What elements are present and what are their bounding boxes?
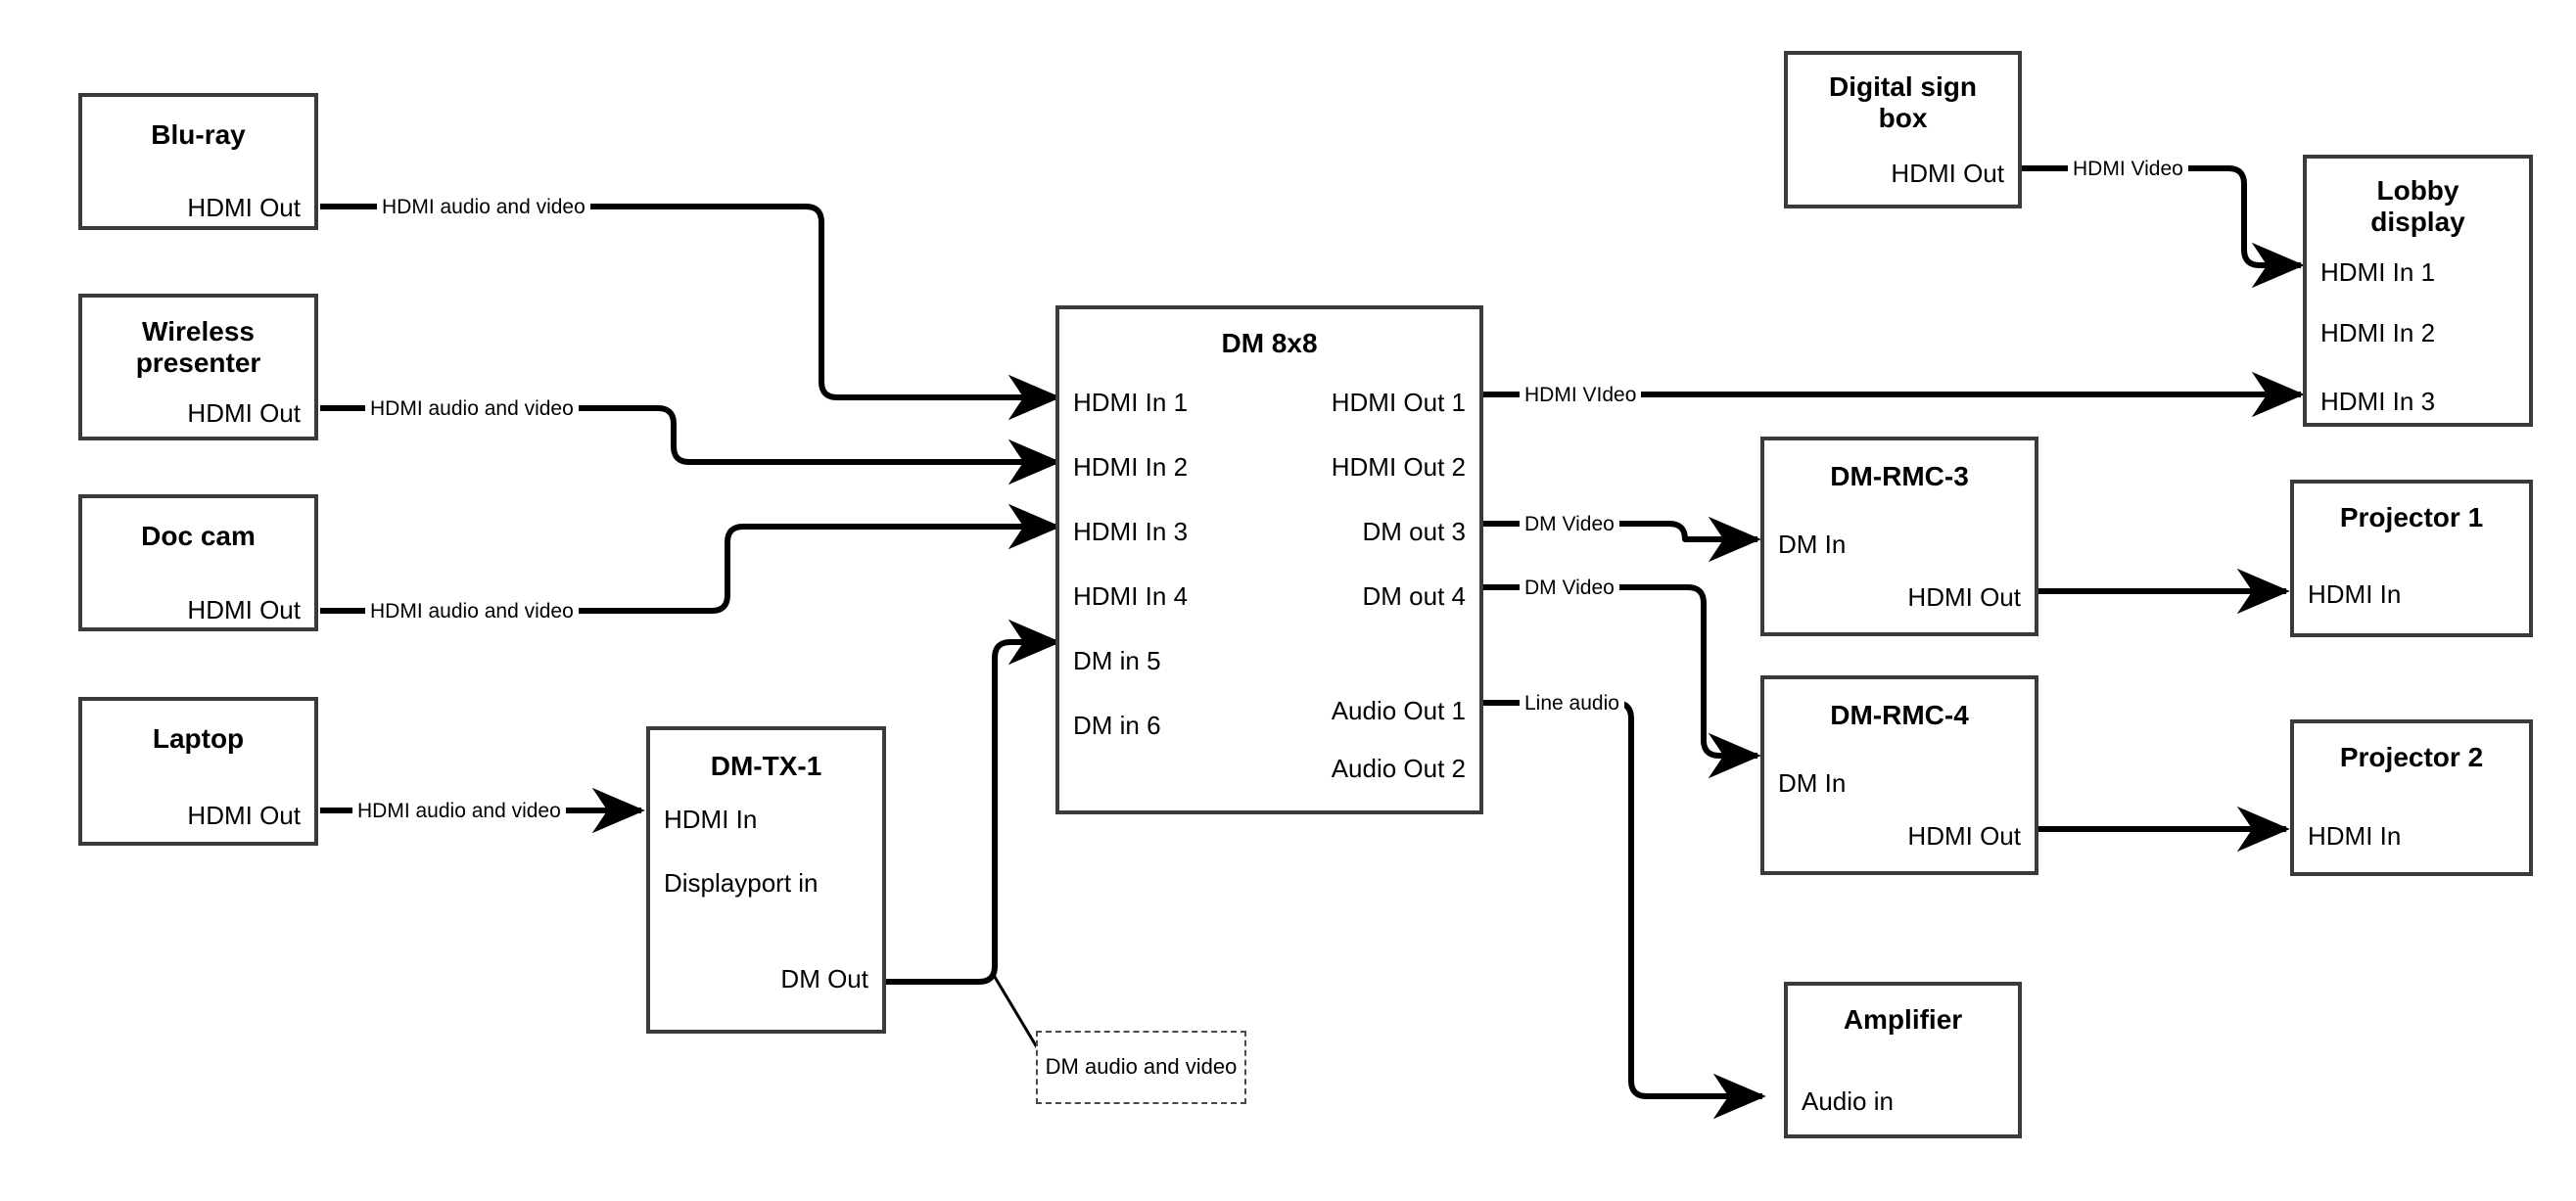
port-hdmi-out: HDMI Out: [1907, 821, 2021, 851]
wire-dmtx1-to-dm-in-5: [886, 619, 1061, 985]
port-audio-out-1: Audio Out 1: [1331, 696, 1466, 725]
node-title: Projector 2: [2339, 742, 2484, 772]
node-laptop[interactable]: Laptop HDMI Out: [78, 697, 318, 846]
callout-dm-audio-and-video: DM audio and video: [1036, 1031, 1246, 1104]
wire-label-laptop-to-dmtx1: HDMI audio and video: [352, 801, 566, 821]
wire-label-sign-to-lobby: HDMI Video: [2068, 159, 2188, 179]
wire-label-out1-to-lobby3: HDMI VIdeo: [1520, 385, 1642, 405]
node-title: DM-RMC-3: [1830, 461, 1969, 491]
node-projector-2[interactable]: Projector 2 HDMI In: [2290, 719, 2533, 876]
node-title: DM-RMC-4: [1830, 700, 1969, 730]
port-hdmi-in-1: HDMI In 1: [1073, 388, 1189, 417]
wire-label-out3-to-rmc3: DM Video: [1520, 514, 1619, 534]
wire-label-bluray-to-in1: HDMI audio and video: [377, 197, 590, 217]
node-title: Amplifier: [1843, 1004, 1963, 1035]
node-dm-tx-1[interactable]: DM-TX-1 HDMI In Displayport in DM Out: [646, 726, 886, 1034]
port-dm-in-5: DM in 5: [1073, 646, 1161, 675]
node-title-line2: box: [1878, 103, 1928, 133]
wire-bluray-to-hdmi-in-1: [320, 204, 1061, 421]
wire-label-audio1-to-amp: Line audio: [1520, 693, 1624, 714]
port-hdmi-out: HDMI Out: [1891, 159, 2004, 188]
node-digital-sign-box[interactable]: Digital sign box HDMI Out: [1784, 51, 2022, 208]
port-hdmi-out-1: HDMI Out 1: [1331, 388, 1466, 417]
port-dm-in: DM In: [1778, 530, 1847, 559]
port-hdmi-in: HDMI In: [2308, 821, 2402, 851]
node-title: Blu-ray: [151, 119, 246, 150]
port-hdmi-in-2: HDMI In 2: [2320, 318, 2436, 347]
port-hdmi-in-2: HDMI In 2: [1073, 452, 1189, 482]
node-title-line1: Lobby: [2376, 175, 2459, 206]
port-hdmi-in-1: HDMI In 1: [2320, 257, 2436, 287]
port-dm-out-4: DM out 4: [1362, 581, 1467, 611]
port-hdmi-in: HDMI In: [664, 805, 758, 834]
node-title: DM-TX-1: [710, 751, 822, 781]
node-title: Doc cam: [141, 521, 256, 551]
port-dm-in-6: DM in 6: [1073, 711, 1161, 740]
port-hdmi-in-3: HDMI In 3: [2320, 387, 2436, 416]
port-hdmi-out: HDMI Out: [187, 801, 301, 830]
node-title: Projector 1: [2339, 502, 2484, 532]
port-displayport-in: Displayport in: [664, 868, 819, 898]
node-projector-1[interactable]: Projector 1 HDMI In: [2290, 480, 2533, 637]
port-dm-out-3: DM out 3: [1362, 517, 1467, 546]
wire-callout-leader: [990, 971, 1042, 1053]
node-title: DM 8x8: [1221, 328, 1318, 358]
node-title-line2: presenter: [135, 347, 261, 378]
port-dm-in: DM In: [1778, 768, 1847, 798]
node-dm-rmc-4[interactable]: DM-RMC-4 DM In HDMI Out: [1760, 675, 2038, 875]
wire-doccam-to-hdmi-in-3: [320, 503, 1061, 614]
wire-label-wireless-to-in2: HDMI audio and video: [365, 398, 579, 419]
wire-dm-out-4-to-rmc4: [1481, 584, 1761, 779]
wire-audio-out-1-to-amplifier: [1481, 700, 1766, 1120]
wire-sign-to-lobby-hdmi-in-1: [2022, 165, 2305, 289]
port-dm-out: DM Out: [780, 964, 868, 993]
port-hdmi-out-2: HDMI Out 2: [1331, 452, 1466, 482]
port-audio-out-2: Audio Out 2: [1331, 754, 1466, 783]
port-hdmi-out: HDMI Out: [1907, 582, 2021, 612]
node-amplifier[interactable]: Amplifier Audio in: [1784, 982, 2022, 1138]
wire-label-doccam-to-in3: HDMI audio and video: [365, 601, 579, 622]
node-doc-cam[interactable]: Doc cam HDMI Out: [78, 494, 318, 631]
node-wireless-presenter[interactable]: Wireless presenter HDMI Out: [78, 294, 318, 440]
port-hdmi-out: HDMI Out: [187, 595, 301, 624]
node-dm-rmc-3[interactable]: DM-RMC-3 DM In HDMI Out: [1760, 437, 2038, 636]
port-audio-in: Audio in: [1802, 1086, 1894, 1116]
node-title-line2: display: [2370, 207, 2465, 237]
port-hdmi-in-3: HDMI In 3: [1073, 517, 1189, 546]
node-dm-8x8[interactable]: DM 8x8 HDMI In 1 HDMI In 2 HDMI In 3 HDM…: [1055, 305, 1483, 814]
port-hdmi-out: HDMI Out: [187, 193, 301, 222]
node-title: Laptop: [152, 723, 245, 754]
node-lobby-display[interactable]: Lobby display HDMI In 1 HDMI In 2 HDMI I…: [2303, 155, 2533, 427]
node-blu-ray[interactable]: Blu-ray HDMI Out: [78, 93, 318, 230]
node-title-line1: Wireless: [142, 316, 255, 346]
port-hdmi-in: HDMI In: [2308, 579, 2402, 609]
port-hdmi-out: HDMI Out: [187, 398, 301, 428]
node-title-line1: Digital sign: [1829, 71, 1977, 102]
wire-label-out4-to-rmc4: DM Video: [1520, 577, 1619, 598]
port-hdmi-in-4: HDMI In 4: [1073, 581, 1189, 611]
